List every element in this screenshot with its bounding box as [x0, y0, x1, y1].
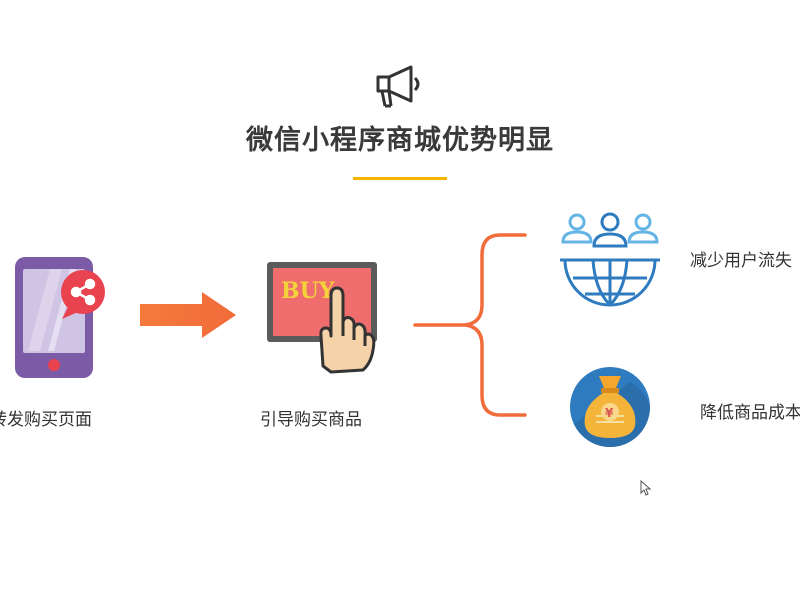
page-title: 微信小程序商城优势明显	[246, 125, 554, 156]
phone-share-icon	[15, 257, 105, 378]
title-underline	[353, 177, 447, 180]
svg-text:¥: ¥	[605, 406, 614, 420]
right-arrow-icon	[140, 292, 236, 338]
benefit-label-cost: 降低商品成本	[700, 403, 800, 423]
money-bag-icon: ¥	[570, 367, 650, 447]
megaphone-icon	[376, 65, 420, 108]
mouse-cursor-icon	[640, 480, 652, 496]
curly-brace	[413, 233, 527, 417]
users-globe-icon	[560, 212, 660, 307]
benefit-label-users: 减少用户流失	[690, 251, 792, 271]
buy-sign-text: BUY	[281, 278, 335, 304]
buy-hand-icon: BUY	[267, 262, 377, 374]
buy-step-label: 引导购买商品	[260, 410, 362, 430]
share-step-label: 转发购买页面	[0, 410, 92, 430]
